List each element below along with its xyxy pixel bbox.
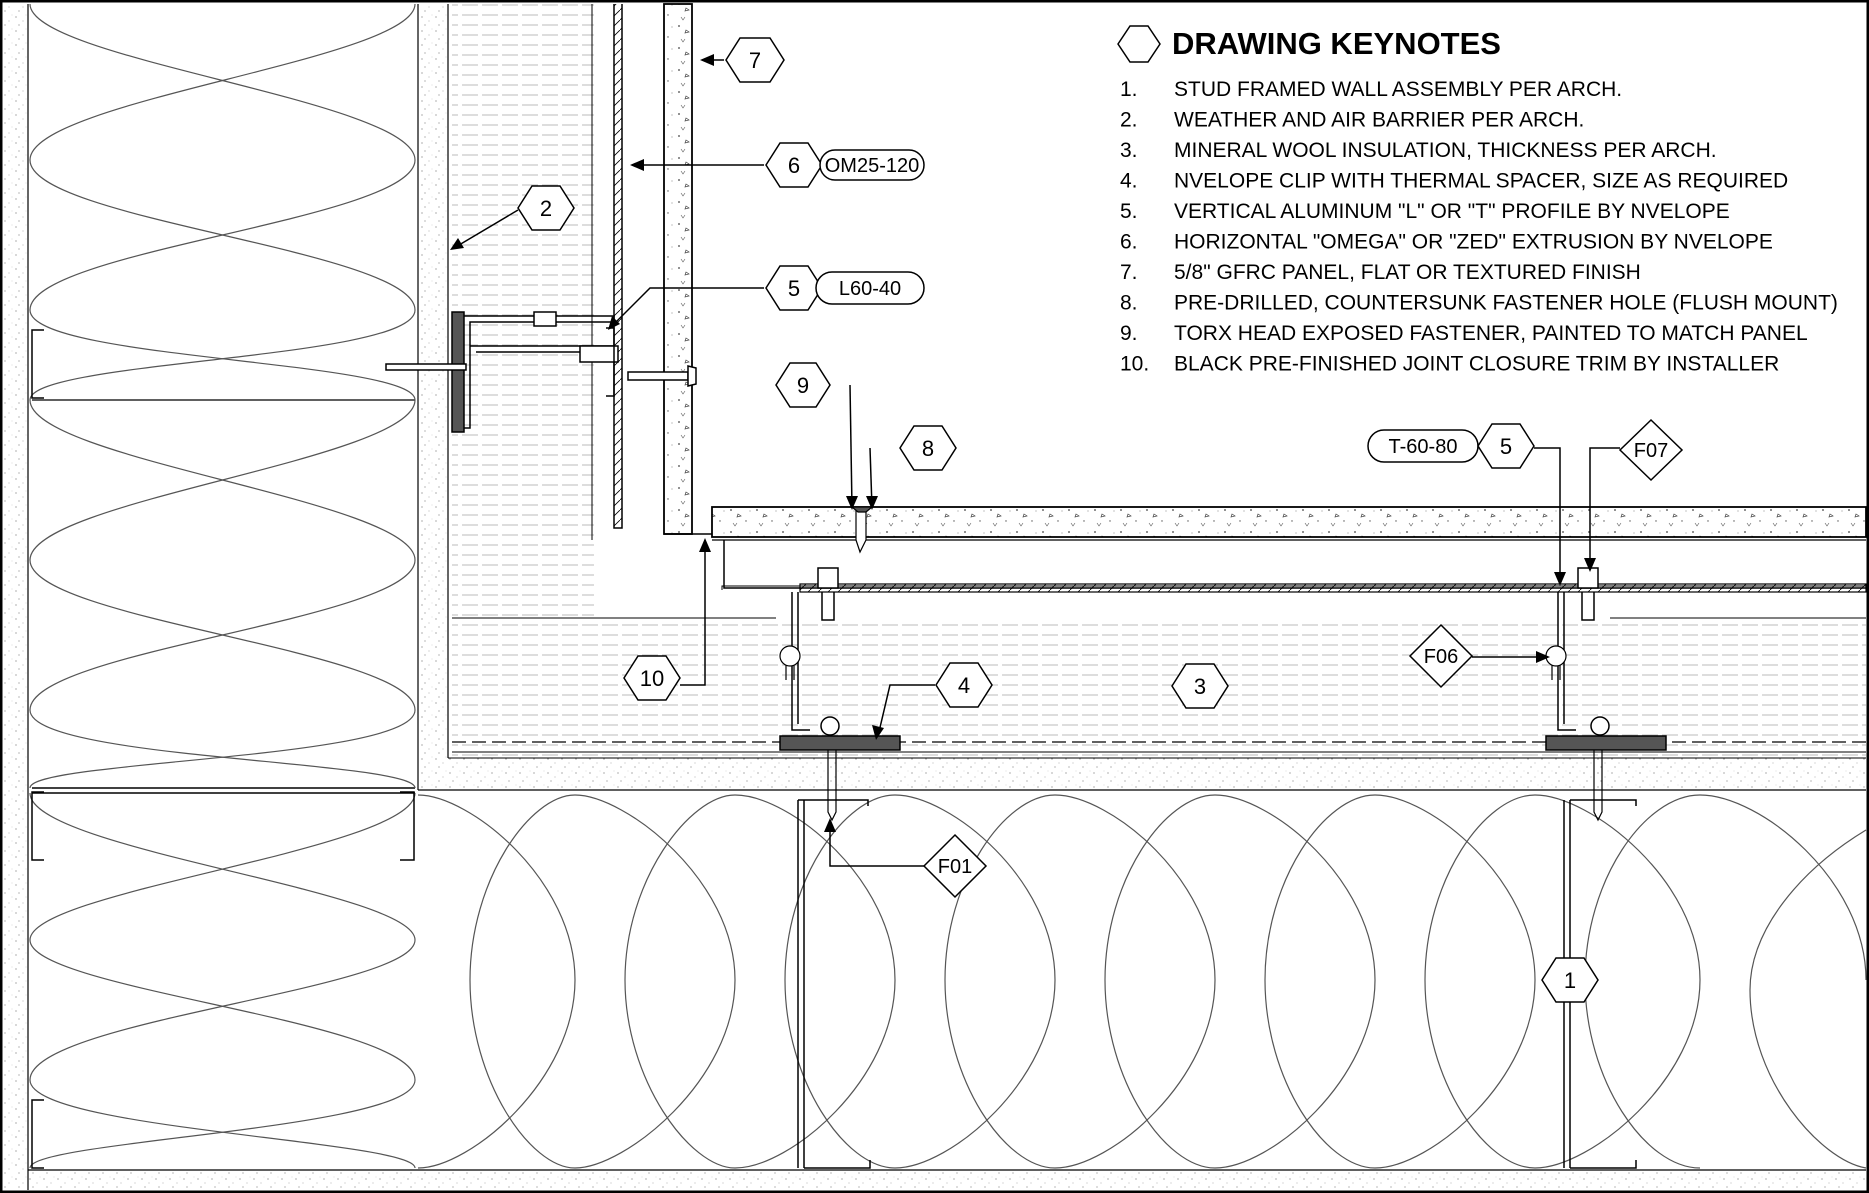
svg-text:5: 5 (1500, 434, 1512, 459)
keynote-number: 7. (1120, 261, 1138, 284)
svg-text:10: 10 (640, 666, 664, 691)
tag-t-60-80[interactable]: T-60-80 (1367, 429, 1479, 463)
keynotes-title: DRAWING KEYNOTES (1172, 26, 1501, 61)
svg-text:5: 5 (788, 276, 800, 301)
keynote-text: BLACK PRE-FINISHED JOINT CLOSURE TRIM BY… (1174, 353, 1779, 376)
keynote-number: 6. (1120, 231, 1138, 254)
tag-f01[interactable]: F01 (922, 833, 988, 899)
keynote-text: PRE-DRILLED, COUNTERSUNK FASTENER HOLE (… (1174, 292, 1838, 315)
leader-arrowheads (450, 54, 1596, 832)
svg-text:8: 8 (922, 436, 934, 461)
mineral-wool-vertical (452, 4, 594, 618)
stud-wall-insulation-bottom (417, 794, 1867, 1169)
svg-text:T-60-80: T-60-80 (1389, 436, 1458, 458)
svg-text:3: 3 (1194, 674, 1206, 699)
exterior-sheathing-horizontal (448, 758, 1866, 788)
tag-l60-40[interactable]: L60-40 (815, 271, 925, 305)
steel-studs-bottom (797, 799, 1637, 1169)
keynote-number: 3. (1120, 139, 1138, 162)
tag-7[interactable]: 7 (725, 37, 785, 83)
svg-text:6: 6 (788, 153, 800, 178)
svg-text:F07: F07 (1634, 440, 1668, 462)
keynote-number: 4. (1120, 170, 1138, 193)
mineral-wool-horizontal (452, 618, 1866, 756)
omega-extrusion (613, 4, 623, 529)
svg-text:4: 4 (958, 673, 970, 698)
tag-5-lower[interactable]: 5 (1477, 423, 1535, 469)
keynote-text: NVELOPE CLIP WITH THERMAL SPACER, SIZE A… (1174, 170, 1788, 193)
keynote-text: MINERAL WOOL INSULATION, THICKNESS PER A… (1174, 139, 1717, 162)
steel-studs-left (31, 329, 415, 1169)
keynote-number: 2. (1120, 109, 1138, 132)
bottom-sheathing (28, 1170, 1866, 1190)
clip-right (1545, 567, 1667, 751)
keynote-number: 5. (1120, 200, 1138, 223)
exterior-sheathing-vertical (418, 4, 448, 790)
keynote-hex-icon (1117, 25, 1161, 63)
tag-5-upper[interactable]: 5 (765, 265, 823, 311)
svg-text:1: 1 (1564, 968, 1576, 993)
left-edge-sheathing (4, 4, 28, 1190)
tag-f07[interactable]: F07 (1618, 418, 1684, 482)
svg-text:OM25-120: OM25-120 (825, 155, 920, 177)
keynote-number: 9. (1120, 322, 1138, 345)
svg-text:7: 7 (749, 48, 761, 73)
tag-om25-120[interactable]: OM25-120 (819, 149, 925, 181)
svg-text:L60-40: L60-40 (839, 278, 901, 300)
keynote-number: 8. (1120, 292, 1138, 315)
tag-f06[interactable]: F06 (1408, 623, 1474, 689)
tag-9[interactable]: 9 (775, 362, 831, 408)
keynote-number: 1. (1120, 78, 1138, 101)
tag-10[interactable]: 10 (623, 655, 681, 701)
svg-text:2: 2 (540, 196, 552, 221)
svg-text:F06: F06 (1424, 646, 1458, 668)
svg-text:F01: F01 (938, 856, 972, 878)
fastener-screws (779, 506, 1603, 822)
tag-4[interactable]: 4 (935, 662, 993, 708)
tag-3[interactable]: 3 (1171, 663, 1229, 709)
tag-2[interactable]: 2 (517, 185, 575, 231)
stud-wall-insulation-left (29, 3, 416, 1169)
svg-text:9: 9 (797, 373, 809, 398)
horizontal-rail (799, 583, 1867, 593)
keynote-text: WEATHER AND AIR BARRIER PER ARCH. (1174, 109, 1584, 132)
keynote-text: TORX HEAD EXPOSED FASTENER, PAINTED TO M… (1174, 322, 1808, 345)
gfrc-panel-vertical (663, 3, 693, 535)
keynote-number: 10. (1120, 353, 1149, 376)
gfrc-panel-horizontal (711, 506, 1867, 538)
tag-8[interactable]: 8 (899, 425, 957, 471)
tag-1[interactable]: 1 (1541, 957, 1599, 1003)
keynotes-block: DRAWING KEYNOTES 1. STUD FRAMED WALL ASSE… (1117, 25, 1838, 376)
leader-lines (453, 59, 1620, 867)
keynote-text: STUD FRAMED WALL ASSEMBLY PER ARCH. (1174, 78, 1622, 101)
tag-6[interactable]: 6 (765, 142, 823, 188)
keynote-text: VERTICAL ALUMINUM "L" OR "T" PROFILE BY … (1174, 200, 1730, 223)
keynote-text: HORIZONTAL "OMEGA" OR "ZED" EXTRUSION BY… (1174, 231, 1773, 254)
clip-left (779, 567, 901, 751)
joint-closure-trim (664, 533, 1866, 589)
keynote-text: 5/8" GFRC PANEL, FLAT OR TEXTURED FINISH (1174, 261, 1641, 284)
